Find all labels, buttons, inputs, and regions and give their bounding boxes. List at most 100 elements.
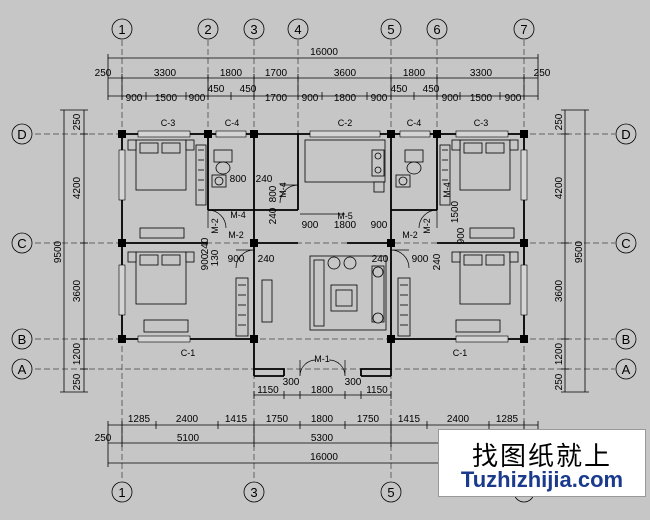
dim: 900 [228,254,245,265]
dim: 4200 [72,176,83,199]
axis-label: 1 [118,22,125,37]
dimension-total: 9500 [53,240,64,263]
dim: 1415 [398,414,421,425]
dim: 1285 [496,414,519,425]
dim: 250 [554,373,565,390]
dim: 3600 [334,68,357,79]
furniture [127,139,519,337]
dimensions-top: 16000 250 3300 1800 1700 3600 1800 3300 … [95,47,551,104]
door-label: M-5 [337,211,353,221]
dim: 900 [371,93,388,104]
axis-label: 1 [118,485,125,500]
dim: 1415 [225,414,248,425]
dim: 240 [200,237,211,254]
dim: 900 [371,220,388,231]
dim: 1800 [220,68,243,79]
dim: 300 [283,377,300,388]
dim: 1700 [265,68,288,79]
dim: 900 [302,220,319,231]
window-label: C-3 [474,118,489,128]
axis-label: D [17,127,26,142]
dim: 5100 [177,433,200,444]
axis-bubbles-right: D C B A [615,123,637,380]
dim: 900 [200,253,211,270]
dim: 1800 [334,93,357,104]
dim: 1750 [357,414,380,425]
dim: 900 [456,227,467,244]
dim: 250 [95,68,112,79]
door-label: M-2 [402,230,418,240]
inner-dimensions: 800 240 800 240 240 900 1800 900 1500 90… [200,174,467,270]
dim: 900 [302,93,319,104]
dim: 240 [372,254,389,265]
axis-bubbles-top: 1 2 3 4 5 6 7 [111,18,535,40]
dim: 900 [505,93,522,104]
dim: 450 [208,84,225,95]
dim: 450 [240,84,257,95]
door-label: M-2 [228,230,244,240]
dim: 1800 [311,414,334,425]
dim: 1800 [403,68,426,79]
dim: 3300 [154,68,177,79]
axis-label: 7 [520,22,527,37]
axis-label: 3 [250,485,257,500]
axis-label: D [621,127,630,142]
dim: 240 [432,253,443,270]
dim: 1200 [554,342,565,365]
dimension-total: 9500 [574,240,585,263]
window-label: C-4 [407,118,422,128]
dim: 250 [554,113,565,130]
window-label: C-3 [161,118,176,128]
axis-label: 5 [387,22,394,37]
axis-label: A [622,362,631,377]
dim: 450 [423,84,440,95]
dim: 800 [230,174,247,185]
axis-label: 4 [294,22,301,37]
dimension-total: 16000 [310,47,338,58]
dim: 300 [345,377,362,388]
watermark-chinese-text: 找图纸就上 [471,442,612,472]
window-label: C-2 [338,118,353,128]
structural-columns [118,130,528,343]
dim: 900 [126,93,143,104]
dim: 1750 [266,414,289,425]
axis-label: C [621,236,630,251]
dim: 250 [72,113,83,130]
dim: 250 [95,433,112,444]
dim: 4200 [554,176,565,199]
dim: 3300 [470,68,493,79]
windows [118,130,528,343]
axis-label: C [17,236,26,251]
axis-label: 5 [387,485,394,500]
dim: 5300 [311,433,334,444]
door-label: M-4 [230,210,246,220]
dim: 1800 [334,220,357,231]
dim: 450 [391,84,408,95]
dimensions-right: 9500 250 4200 3600 1200 250 [554,109,589,393]
dim: 1500 [450,200,461,223]
dim: 1500 [155,93,178,104]
dim: 1150 [366,385,388,396]
dimension-total: 16000 [310,452,338,463]
door-label: M-4 [442,182,452,198]
window-label: C-4 [225,118,240,128]
axis-label: A [18,362,27,377]
dim: 2400 [447,414,470,425]
door-label: M-4 [278,182,288,198]
window-label: C-1 [453,348,468,358]
window-label: C-1 [181,348,196,358]
dim: 900 [412,254,429,265]
axis-label: 6 [433,22,440,37]
axis-label: 3 [250,22,257,37]
door-labels: M-4 M-4 M-4 M-5 M-2 M-2 M-2 M-2 M-1 [210,182,452,364]
door-label: M-1 [314,354,330,364]
dim: 2400 [176,414,199,425]
dim: 3600 [554,279,565,302]
dim: 1800 [311,385,334,396]
dim: 250 [534,68,551,79]
dim: 1500 [470,93,493,104]
dim: 1200 [72,342,83,365]
doors [207,184,438,377]
watermark-url-text: Tuzhizhijia.com [460,467,624,492]
axis-label: B [622,332,631,347]
